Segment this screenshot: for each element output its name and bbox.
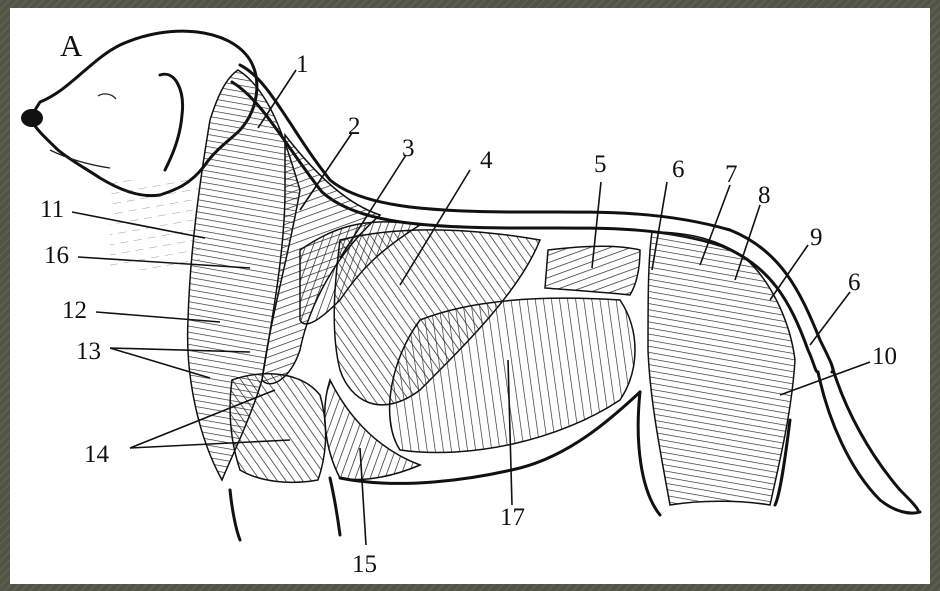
label-6-lower: 6 [848,269,861,296]
panel-label: A [60,28,83,63]
label-6-upper: 6 [672,156,685,183]
label-3: 3 [402,135,415,162]
label-15: 15 [352,551,377,578]
label-1: 1 [296,51,309,78]
label-9: 9 [810,224,823,251]
label-13: 13 [76,338,101,365]
label-12: 12 [62,297,87,324]
label-11: 11 [40,196,64,223]
label-16: 16 [44,242,69,269]
label-4: 4 [480,147,493,174]
fur-texture [110,180,200,270]
muscle-regions [188,70,795,505]
label-14: 14 [84,441,110,468]
nose-icon [21,109,43,127]
label-7: 7 [725,161,738,188]
label-10: 10 [872,343,897,370]
label-5: 5 [594,151,607,178]
label-8: 8 [758,182,771,209]
label-17: 17 [500,504,525,531]
label-2: 2 [348,113,361,140]
